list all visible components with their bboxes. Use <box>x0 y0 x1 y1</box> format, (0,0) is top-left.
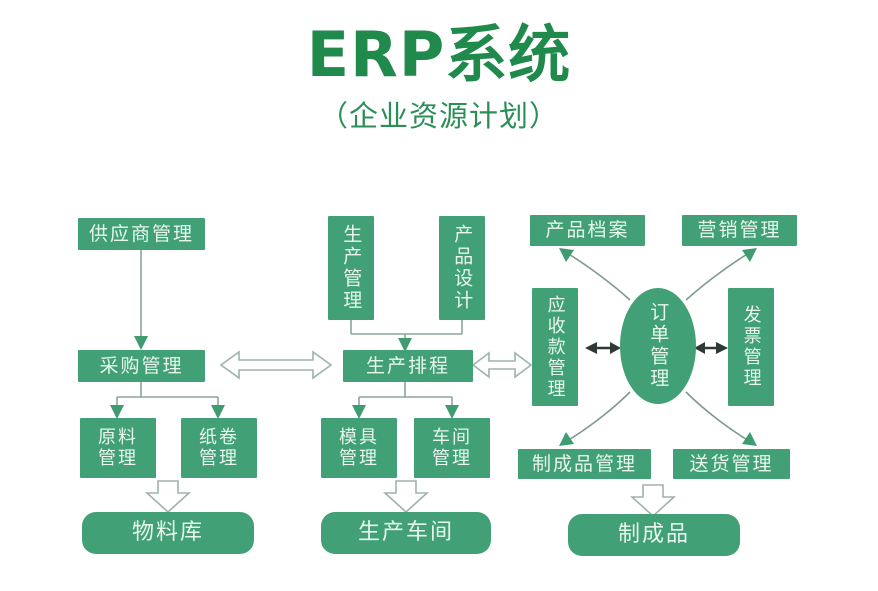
connector-purchase-to-children <box>110 381 225 419</box>
node-receivable-mgmt[interactable]: 应收款管理 <box>532 288 578 406</box>
node-paper-roll-mgmt[interactable]: 纸卷 管理 <box>181 418 257 478</box>
node-product-archive[interactable]: 产品档案 <box>530 215 645 246</box>
node-delivery-mgmt[interactable]: 送货管理 <box>673 449 790 479</box>
node-material-warehouse[interactable]: 物料库 <box>82 512 254 554</box>
connector-workshop-to-store <box>382 480 430 514</box>
connector-production-to-schedule <box>350 320 463 352</box>
node-production-mgmt[interactable]: 生产管理 <box>328 216 374 320</box>
connector-order-invoice-double <box>694 342 728 354</box>
node-finished-goods[interactable]: 制成品 <box>568 514 740 556</box>
page-title: ERP系统 <box>306 18 572 91</box>
connector-schedule-receivable-double <box>471 351 533 379</box>
title-block: ERP系统 （企业资源计划） <box>0 22 878 135</box>
connector-order-receivable-double <box>585 342 621 354</box>
node-product-design[interactable]: 产品设计 <box>439 216 485 320</box>
node-supplier-mgmt[interactable]: 供应商管理 <box>78 218 205 250</box>
node-production-workshop[interactable]: 生产车间 <box>321 512 491 554</box>
node-marketing-mgmt[interactable]: 营销管理 <box>682 215 797 246</box>
connector-materials-to-warehouse <box>144 480 192 514</box>
node-workshop-mgmt[interactable]: 车间 管理 <box>414 418 490 478</box>
connector-finished-to-store <box>629 484 677 518</box>
node-material-mgmt[interactable]: 原料 管理 <box>80 418 156 478</box>
connector-purchase-schedule-double <box>219 350 333 380</box>
node-production-schedule[interactable]: 生产排程 <box>343 350 473 382</box>
node-invoice-mgmt[interactable]: 发票管理 <box>728 288 774 406</box>
page-subtitle: （企业资源计划） <box>318 99 559 134</box>
node-order-mgmt[interactable]: 订单管理 <box>620 288 696 404</box>
node-purchase-mgmt[interactable]: 采购管理 <box>78 350 205 382</box>
connector-supplier-to-purchase <box>134 250 148 350</box>
node-mold-mgmt[interactable]: 模具 管理 <box>321 418 397 478</box>
node-finished-goods-mgmt[interactable]: 制成品管理 <box>518 449 651 479</box>
connector-schedule-to-children <box>352 382 459 419</box>
